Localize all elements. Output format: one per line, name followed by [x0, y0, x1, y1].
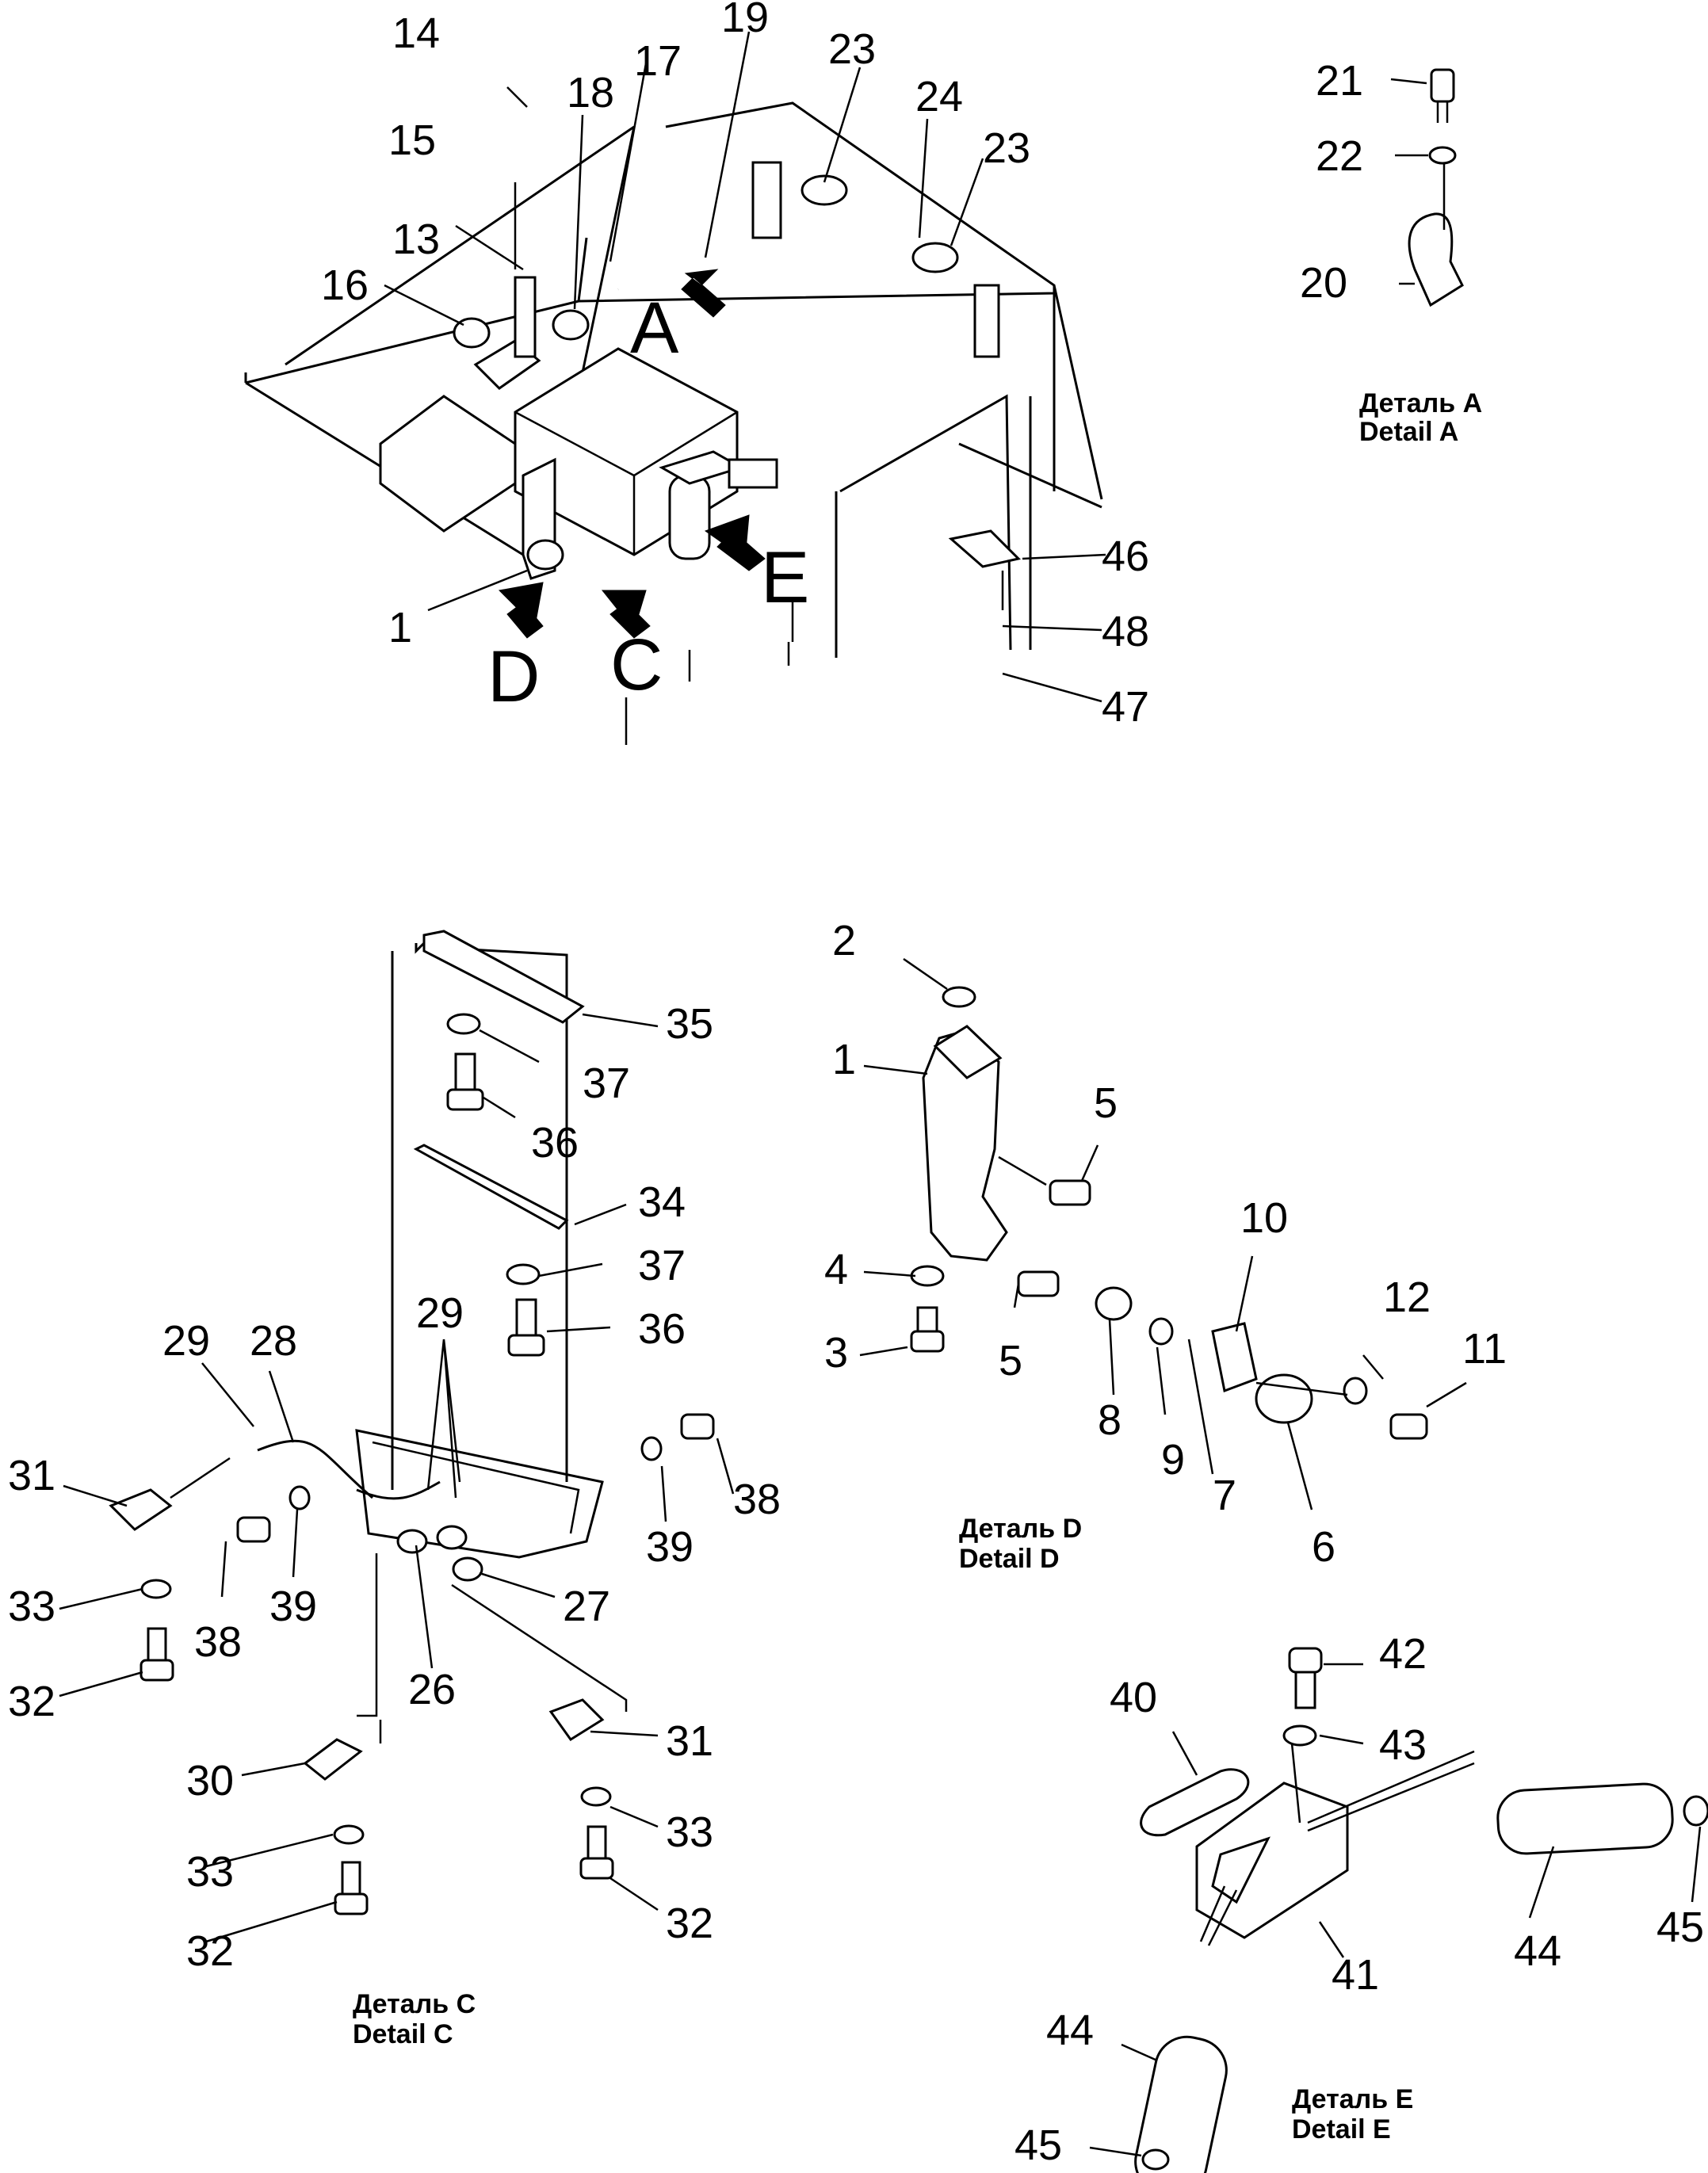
label-31-b: 31 [666, 1717, 713, 1765]
label-29-a: 29 [416, 1289, 464, 1337]
caption-detail-e-en: Detail E [1292, 2114, 1391, 2144]
label-45-bottom: 45 [1014, 2121, 1062, 2169]
label-39-right: 39 [646, 1523, 694, 1571]
label-43: 43 [1379, 1721, 1427, 1769]
label-13: 13 [392, 216, 440, 263]
label-23-a: 23 [828, 25, 876, 73]
label-7: 7 [1213, 1472, 1236, 1519]
caption-detail-e-ru: Деталь E [1292, 2084, 1413, 2114]
label-39-left: 39 [269, 1583, 317, 1630]
label-2: 2 [832, 917, 856, 964]
label-38-left: 38 [194, 1618, 242, 1666]
label-38-right: 38 [733, 1476, 781, 1523]
detail-d-parts [859, 957, 1467, 1510]
letter-a: A [630, 288, 679, 369]
caption-detail-c-en: Detail C [353, 2019, 453, 2049]
letter-e: E [761, 537, 809, 618]
letter-d: D [487, 636, 540, 717]
label-9: 9 [1161, 1436, 1185, 1484]
label-11: 11 [1462, 1325, 1507, 1373]
label-47: 47 [1102, 683, 1149, 731]
letter-c: C [610, 624, 663, 705]
label-44-bottom: 44 [1046, 2007, 1094, 2054]
caption-detail-c-ru: Деталь C [353, 1989, 476, 2019]
label-32-c: 32 [186, 1927, 234, 1975]
label-27: 27 [563, 1583, 610, 1630]
label-19: 19 [721, 0, 769, 41]
label-6: 6 [1312, 1523, 1335, 1571]
label-15: 15 [388, 116, 436, 164]
label-24: 24 [915, 73, 963, 120]
label-28: 28 [250, 1317, 297, 1365]
main-assembly [244, 31, 1106, 745]
caption-detail-d-en: Detail D [959, 1544, 1060, 1574]
label-33-c: 33 [186, 1848, 234, 1896]
label-32-b: 32 [666, 1900, 713, 1947]
label-18: 18 [567, 69, 614, 116]
label-16: 16 [321, 262, 369, 309]
label-45-right: 45 [1656, 1904, 1704, 1951]
view-letters: A D C E [487, 288, 809, 717]
label-22: 22 [1316, 132, 1363, 180]
label-44-right: 44 [1514, 1927, 1561, 1975]
label-31-a: 31 [8, 1452, 55, 1499]
label-5-b: 5 [999, 1337, 1022, 1384]
caption-detail-a-ru: Деталь A [1359, 388, 1482, 418]
label-42: 42 [1379, 1630, 1427, 1678]
label-36-a: 36 [531, 1119, 579, 1167]
label-14: 14 [392, 10, 440, 57]
caption-detail-a-en: Detail A [1359, 417, 1458, 447]
label-30: 30 [186, 1757, 234, 1804]
part-number-labels: 14 15 13 16 18 17 19 23 24 23 1 46 48 47… [8, 0, 1704, 2169]
label-12: 12 [1383, 1274, 1431, 1321]
label-40: 40 [1110, 1674, 1157, 1721]
label-10: 10 [1240, 1194, 1288, 1242]
label-34: 34 [638, 1178, 686, 1226]
detail-a-parts [1390, 68, 1464, 307]
label-29-b: 29 [162, 1317, 210, 1365]
label-48: 48 [1102, 608, 1149, 655]
label-3: 3 [824, 1329, 848, 1377]
label-4: 4 [824, 1246, 848, 1293]
label-26: 26 [408, 1666, 456, 1713]
label-17: 17 [634, 37, 682, 85]
label-23-b: 23 [983, 124, 1030, 172]
label-41: 41 [1332, 1951, 1379, 1999]
detail-captions: Деталь A Detail A Деталь C Detail C Дета… [353, 388, 1482, 2144]
label-33-b: 33 [666, 1808, 713, 1856]
label-20: 20 [1300, 259, 1347, 307]
label-1-main: 1 [388, 604, 412, 651]
caption-detail-d-ru: Деталь D [959, 1514, 1082, 1544]
label-8: 8 [1098, 1396, 1121, 1444]
detail-e-parts [1089, 1647, 1708, 2173]
label-21: 21 [1316, 57, 1363, 105]
label-35: 35 [666, 1000, 713, 1048]
label-36-b: 36 [638, 1305, 686, 1353]
label-37-a: 37 [583, 1060, 630, 1107]
label-46: 46 [1102, 533, 1149, 580]
label-1-detail: 1 [832, 1036, 856, 1083]
label-33-a: 33 [8, 1583, 55, 1630]
detail-c-parts [59, 930, 735, 1943]
label-37-b: 37 [638, 1242, 686, 1289]
label-32-a: 32 [8, 1678, 55, 1725]
label-5-a: 5 [1094, 1079, 1118, 1127]
